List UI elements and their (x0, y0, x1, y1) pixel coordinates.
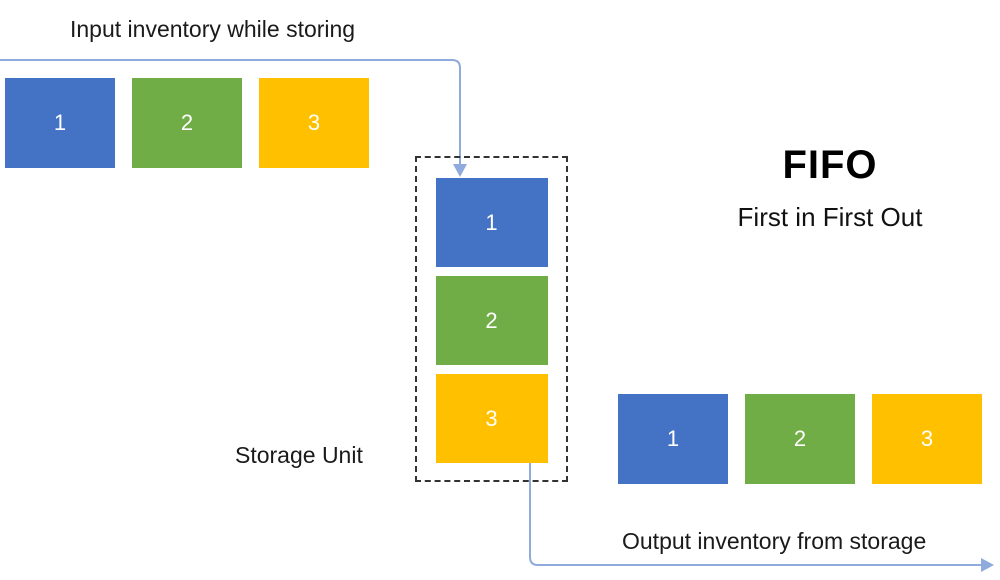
output-flow-label: Output inventory from storage (622, 528, 927, 554)
storage-box-1: 1 (435, 178, 548, 267)
input-box-2: 2 (132, 78, 242, 168)
box-number: 3 (920, 426, 934, 451)
output-box-2: 2 (745, 394, 855, 484)
diagram-title: FIFO (782, 143, 878, 187)
storage-box-2: 2 (435, 276, 548, 365)
output-inventory-row: 1 2 3 (618, 394, 982, 484)
diagram-subtitle: First in First Out (737, 202, 923, 232)
storage-unit-label: Storage Unit (235, 442, 363, 468)
input-flow-label: Input inventory while storing (70, 16, 356, 42)
box-number: 3 (307, 110, 321, 135)
box-number: 1 (485, 209, 498, 235)
box-number: 1 (53, 110, 67, 135)
storage-box-3: 3 (435, 374, 548, 463)
box-number: 3 (485, 405, 498, 431)
box-number: 2 (793, 426, 807, 451)
storage-unit: 1 2 3 (415, 156, 568, 482)
input-inventory-row: 1 2 3 (5, 78, 369, 168)
input-box-1: 1 (5, 78, 115, 168)
box-number: 2 (485, 307, 498, 333)
output-box-3: 3 (872, 394, 982, 484)
box-number: 2 (180, 110, 194, 135)
output-box-1: 1 (618, 394, 728, 484)
input-box-3: 3 (259, 78, 369, 168)
box-number: 1 (666, 426, 680, 451)
